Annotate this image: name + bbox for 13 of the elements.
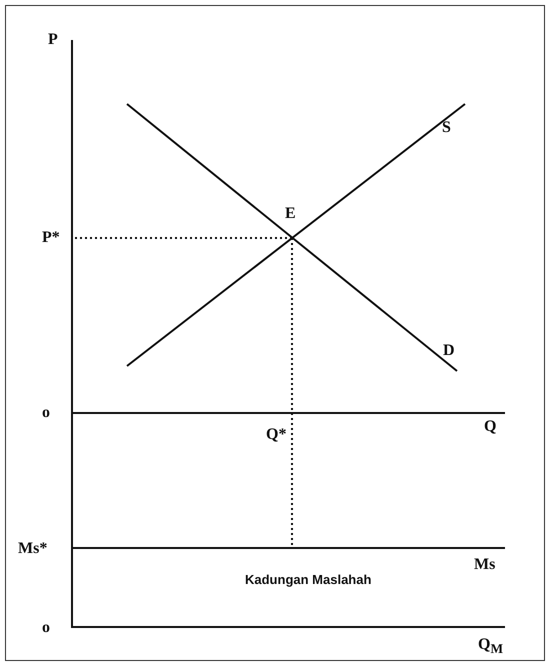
- quantity-label: Q*: [266, 427, 286, 443]
- area-caption: Kadungan Maslahah: [245, 573, 372, 586]
- price-label: P*: [42, 230, 60, 246]
- curve-label: S: [442, 120, 451, 136]
- axis-label: P: [48, 32, 58, 48]
- axis-label: Ms: [474, 557, 496, 573]
- maslahah-label: Ms*: [18, 541, 48, 557]
- axis-label: Q: [484, 419, 496, 435]
- origin-label: o: [42, 405, 50, 421]
- curve-label: D: [443, 343, 455, 359]
- axis-label: Q$_{M}$: [478, 637, 504, 656]
- origin-label: o: [42, 620, 50, 636]
- equilibrium-label: E: [285, 206, 296, 222]
